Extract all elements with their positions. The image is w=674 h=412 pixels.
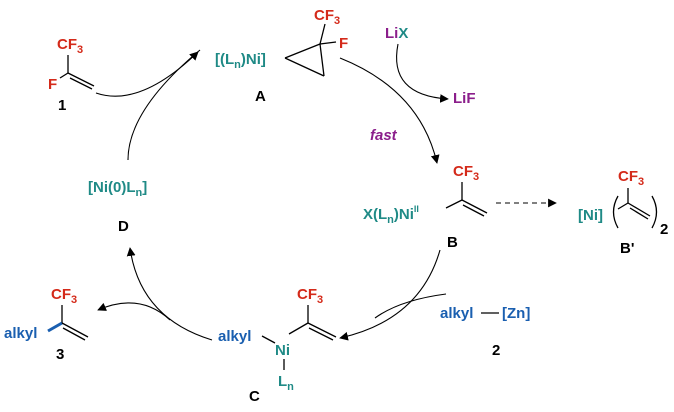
double-bond: [67, 72, 95, 87]
ring-bond: [319, 43, 325, 77]
double-bond-inner: [462, 204, 485, 217]
bond: [59, 72, 69, 79]
arrow-B-to-C: [339, 249, 441, 341]
reagent-lix: LiX: [385, 25, 408, 42]
compound-label-C: C: [249, 388, 260, 405]
compound-label-B: B: [447, 234, 458, 251]
arrow-A-to-B: [339, 57, 440, 164]
nickel-center: Ni: [275, 342, 290, 359]
arrow-1-to-A: [95, 51, 199, 97]
cf3-group: CF3: [314, 7, 340, 27]
zinc-group: [Zn]: [502, 305, 530, 322]
compound-Bprime: CF3 [Ni] 2 B': [578, 168, 668, 257]
double-bond-inner: [62, 327, 86, 341]
compound-label-A: A: [255, 88, 266, 105]
fast-label: fast: [370, 127, 398, 144]
compound-C: CF3 alkyl Ni Ln C: [218, 286, 337, 405]
arrow-2-join: [374, 293, 447, 319]
compound-3: CF3 alkyl 3: [4, 286, 89, 363]
nickel-label: [Ni]: [578, 207, 603, 224]
arc-D-to-A: [127, 49, 201, 161]
bond: [261, 335, 276, 344]
compound-label-Bprime: B': [620, 240, 634, 257]
bracket-right: [651, 195, 658, 229]
cf3-group: CF3: [51, 286, 77, 306]
double-bond-inner: [629, 207, 649, 220]
nickel-ii-complex: X(Ln)NiII: [363, 204, 419, 226]
fluorine-atom: F: [339, 35, 348, 52]
stoichiometry: 2: [660, 221, 668, 238]
bond: [445, 199, 463, 209]
ring-bond: [284, 43, 321, 59]
alkyl-group: alkyl: [218, 328, 251, 345]
compound-label-1: 1: [58, 97, 66, 114]
double-bond: [627, 202, 651, 217]
product-lif: LiF: [453, 90, 476, 107]
double-bond: [461, 199, 488, 214]
double-bond-inner: [308, 327, 334, 341]
compound-D: [Ni(0)Ln] D: [88, 179, 147, 235]
double-bond-inner: [69, 77, 93, 90]
compound-label-2: 2: [492, 342, 500, 359]
alkyl-bond: [47, 321, 63, 333]
arrow-to-product-3: [97, 302, 171, 321]
compound-label-3: 3: [56, 346, 64, 363]
bond: [319, 41, 337, 45]
bracket-left: [612, 195, 619, 229]
double-bond: [307, 322, 337, 338]
arrow-lix-to-lif: [396, 43, 449, 103]
ligand: Ln: [278, 373, 294, 393]
arrow-C-to-D: [126, 247, 213, 341]
cf3-group: CF3: [57, 36, 83, 56]
alkyl-group: alkyl: [4, 325, 37, 342]
fluorine-atom: F: [48, 76, 57, 93]
bond: [617, 202, 629, 210]
bond: [319, 23, 326, 45]
bond: [288, 322, 309, 335]
compound-1: CF3 F 1: [48, 36, 95, 114]
double-bond: [61, 322, 89, 338]
nickel-complex: [(Ln)Ni]: [215, 51, 266, 71]
compound-A: [(Ln)Ni] CF3 F A: [215, 7, 348, 105]
cf3-group: CF3: [297, 286, 323, 306]
ring-bond: [284, 57, 325, 77]
cf3-group: CF3: [453, 163, 479, 183]
alkyl-group: alkyl: [440, 305, 473, 322]
nickel-zero-complex: [Ni(0)Ln]: [88, 179, 147, 199]
cf3-group: CF3: [618, 168, 644, 188]
compound-B: CF3 X(Ln)NiII B: [363, 163, 488, 251]
compound-label-D: D: [118, 218, 129, 235]
compound-2: alkyl [Zn] 2: [440, 305, 530, 359]
